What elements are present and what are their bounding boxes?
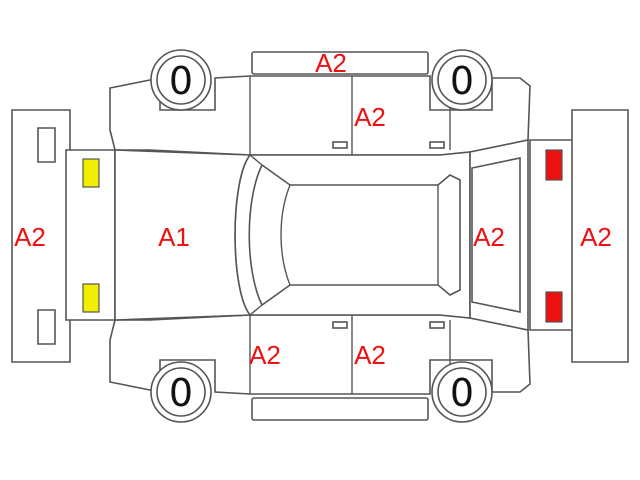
- rear-lamp-housing[interactable]: [529, 139, 576, 331]
- trunk[interactable]: [469, 139, 529, 331]
- tire-rear-left[interactable]: 0: [431, 361, 493, 423]
- tire-rear-left-value: 0: [450, 371, 474, 415]
- front-grille[interactable]: [65, 149, 116, 321]
- label-front-bumper: A2: [14, 222, 46, 252]
- tire-front-right-value: 0: [169, 59, 193, 103]
- label-left-rear-door: A2: [354, 340, 386, 370]
- tire-front-left-value: 0: [169, 371, 193, 415]
- label-left-front-door: A2: [249, 340, 281, 370]
- side-skirt-top[interactable]: [251, 51, 429, 75]
- label-side-skirt-top: A2: [315, 48, 347, 78]
- label-right-front-door: A2: [354, 102, 386, 132]
- side-skirt-bottom[interactable]: [251, 397, 429, 421]
- tire-front-right[interactable]: 0: [150, 49, 212, 111]
- label-rear-bumper: A2: [580, 222, 612, 252]
- body-side-lower: [109, 285, 531, 395]
- front-lamp-lower: [82, 283, 100, 313]
- label-hood: A1: [158, 222, 190, 252]
- tire-rear-right-value: 0: [450, 59, 474, 103]
- rear-lamp-lower: [545, 291, 563, 323]
- roof-cabin[interactable]: [234, 151, 471, 319]
- tire-rear-right[interactable]: 0: [431, 49, 493, 111]
- tire-front-left[interactable]: 0: [150, 361, 212, 423]
- rear-bumper[interactable]: [571, 109, 629, 363]
- front-lamp-upper: [82, 158, 100, 188]
- rear-lamp-upper: [545, 149, 563, 181]
- label-trunk: A2: [473, 222, 505, 252]
- hood[interactable]: [114, 149, 252, 321]
- front-bumper[interactable]: [11, 109, 71, 363]
